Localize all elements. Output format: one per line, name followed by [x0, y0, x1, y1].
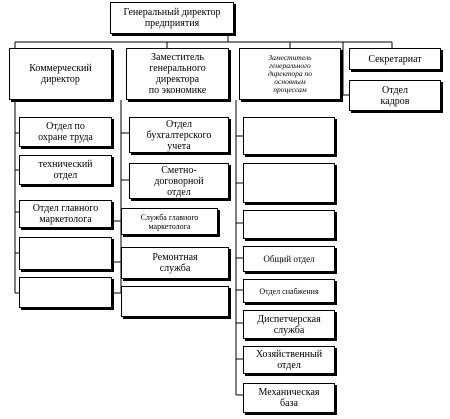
empty-box-left-2 — [19, 277, 112, 308]
supply-department-box: Отдел снабжения — [243, 279, 335, 303]
chief-marketer-service-box: Служба главного маркетолога — [121, 208, 218, 235]
dispatch-service-box: Диспетчерская служба — [243, 310, 335, 339]
deputy-economics-box: Заместитель генерального директора по эк… — [126, 48, 229, 100]
empty-box-middle — [121, 286, 229, 317]
commercial-director-box: Коммерческий директор — [9, 48, 112, 100]
accounting-department-box: Отдел бухгалтерского учета — [129, 117, 229, 153]
secretariat-box: Секретариат — [349, 48, 441, 70]
deputy-processes-box: Заместитель генерального директора по ос… — [239, 48, 341, 100]
estimate-department-box: Сметно- договорной отдел — [129, 163, 229, 199]
household-department-box: Хозяйственный отдел — [243, 346, 335, 374]
empty-box-right-2 — [243, 163, 335, 203]
mechanical-base-box: Механическая база — [243, 383, 335, 413]
repair-service-box: Ремонтная служба — [121, 247, 229, 279]
hr-department-box: Отдел кадров — [349, 80, 441, 111]
labor-protection-box: Отдел по охране труда — [19, 117, 112, 147]
technical-department-box: технический отдел — [19, 155, 112, 185]
general-department-box: Общий отдел — [243, 246, 335, 272]
empty-box-left-1 — [19, 237, 112, 270]
empty-box-right-3 — [243, 210, 335, 239]
empty-box-right-1 — [243, 117, 335, 155]
ceo-box: Генеральный директор предприятия — [110, 2, 234, 34]
chief-marketer-department-box: Отдел главного маркетолога — [19, 200, 112, 228]
